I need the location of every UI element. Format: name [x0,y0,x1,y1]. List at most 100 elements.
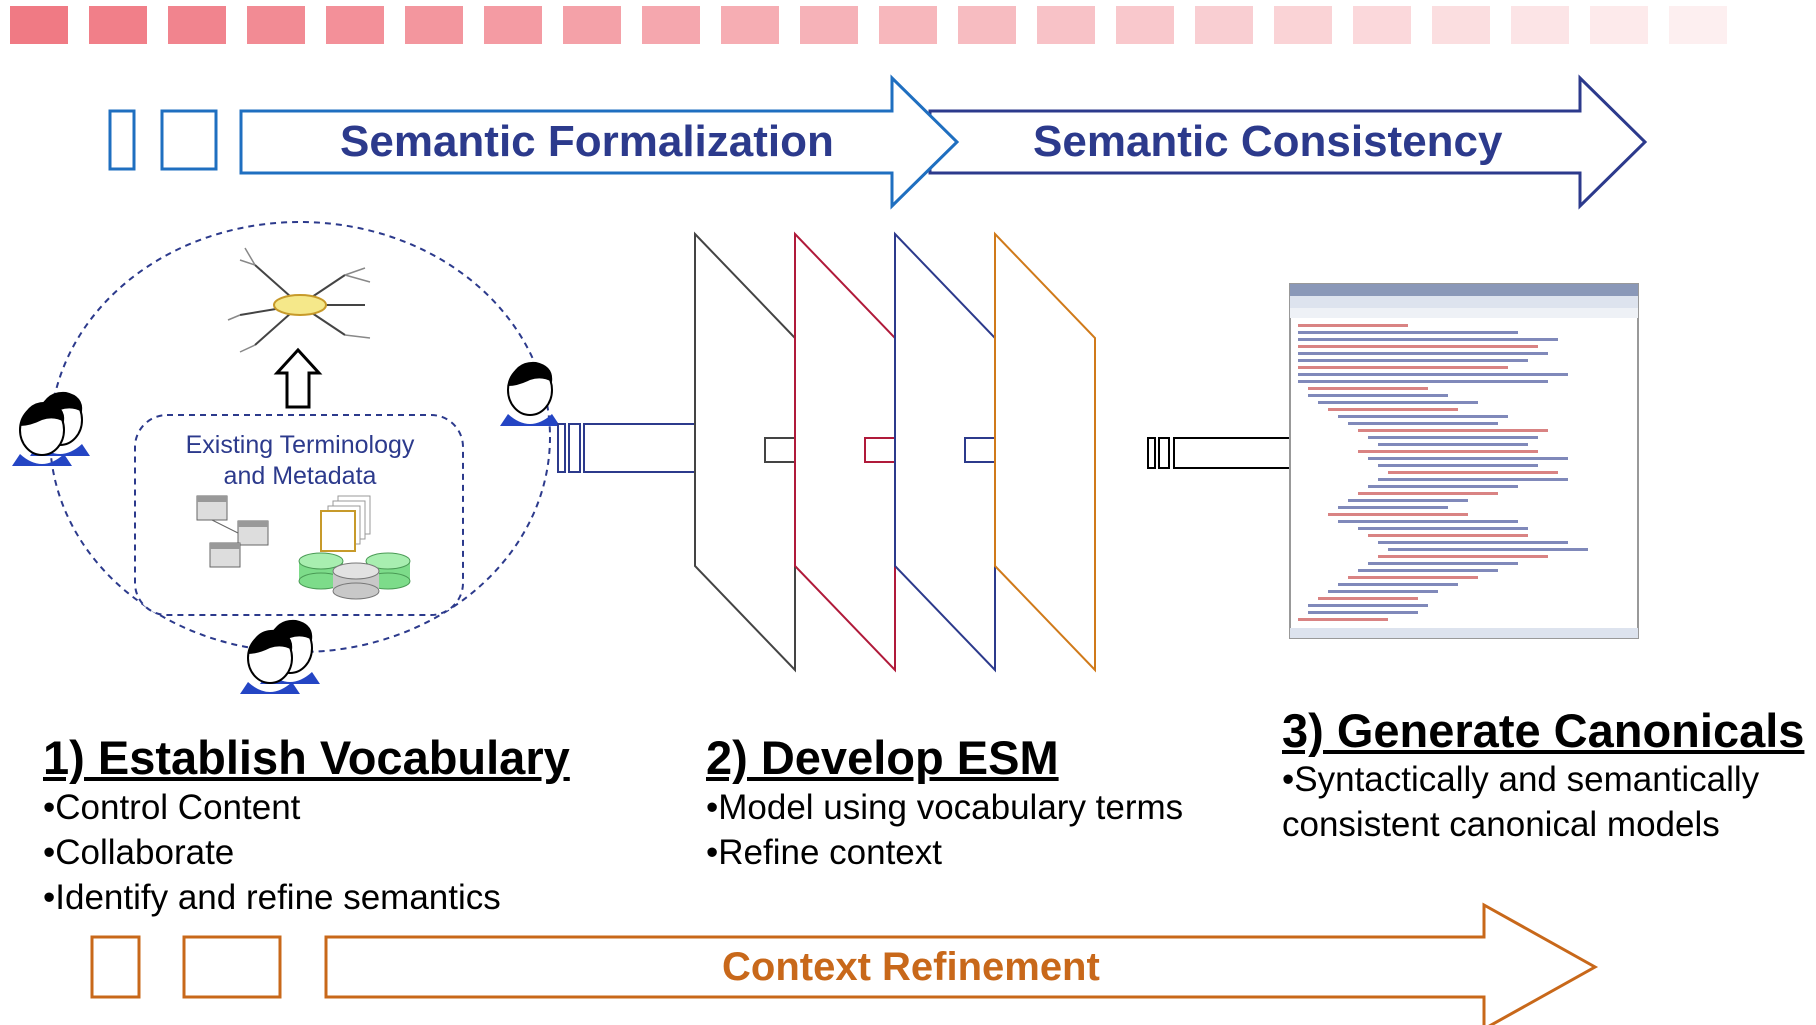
xml-line [1348,422,1498,425]
xml-line [1378,443,1528,446]
xml-line [1358,450,1538,453]
step-1-bullets: •Control Content •Collaborate •Identify … [43,785,501,920]
top-bar-segment [1274,6,1332,44]
top-bar-segment [879,6,937,44]
xml-line [1328,590,1438,593]
users-icon-bottom [240,619,320,694]
step-2-title: 2) Develop ESM [706,731,1059,784]
xml-line [1308,394,1448,397]
step-3-title: 3) Generate Canonicals [1282,704,1805,757]
step-2-bullets: •Model using vocabulary terms •Refine co… [706,785,1183,875]
terminology-line-1: Existing Terminology [185,431,415,459]
xml-line [1338,520,1518,523]
xml-line [1338,415,1508,418]
upper-banner-arrows [108,74,1648,210]
xml-line [1368,485,1518,488]
semantic-consistency-label: Semantic Consistency [1033,117,1503,166]
esm-layer-plane [894,231,996,673]
top-bar-segment [563,6,621,44]
step-2-bullet: •Refine context [706,833,942,872]
xml-line [1368,436,1538,439]
step-3-bullet: consistent canonical models [1282,805,1720,844]
top-bar-segment [642,6,700,44]
step-1-bullet: •Control Content [43,788,301,827]
top-bar-segment [1432,6,1490,44]
xml-line [1348,499,1468,502]
top-bar-segment [721,6,779,44]
xml-line [1298,331,1518,334]
xml-line [1368,534,1528,537]
step-3-bullet: •Syntactically and semantically [1282,760,1760,799]
xml-line [1308,611,1418,614]
xml-line [1348,576,1478,579]
canonical-model-screenshot [1289,283,1639,639]
xml-line [1308,387,1428,390]
context-small-box-2 [182,935,282,999]
xml-line [1378,541,1568,544]
top-bar-segment [168,6,226,44]
xml-line [1378,555,1548,558]
xml-line [1298,380,1548,383]
top-decorative-bar [10,6,1727,44]
xml-line [1358,527,1528,530]
top-bar-segment [800,6,858,44]
xml-line [1338,506,1448,509]
top-bar-segment [405,6,463,44]
step-1-bullet: •Identify and refine semantics [43,878,501,917]
semantic-formalization-arrow [239,74,960,210]
xml-line [1298,338,1558,341]
table-schema-icon [196,495,269,568]
xml-line [1298,352,1548,355]
xml-line [1298,366,1508,369]
formalization-small-box-1 [108,109,136,171]
terminology-line-2: and Metadata [223,462,377,490]
top-bar-segment [326,6,384,44]
step-1-title: 1) Establish Vocabulary [43,731,570,784]
top-bar-segment [1511,6,1569,44]
up-arrow-icon [273,347,323,409]
step-2-bullet: •Model using vocabulary terms [706,788,1184,827]
top-bar-segment [1037,6,1095,44]
xml-line [1358,429,1548,432]
semantic-consistency-arrow [928,74,1648,210]
xml-line [1368,562,1518,565]
existing-terminology-label: Existing Terminology and Metadata [165,430,435,492]
xml-line [1358,492,1498,495]
semantic-formalization-label: Semantic Formalization [340,117,834,166]
xml-line [1298,345,1538,348]
database-icon [298,552,411,600]
top-bar-segment [1195,6,1253,44]
mind-map-icon [227,247,371,353]
xml-line [1388,471,1558,474]
xml-line [1368,457,1568,460]
esm-layers [557,231,1639,673]
top-bar-segment [247,6,305,44]
xml-line [1378,464,1538,467]
documents-icon [320,495,371,552]
user-icon-right [500,361,560,426]
users-icon-left [12,391,90,466]
xml-line [1328,513,1468,516]
xml-line [1298,324,1408,327]
xml-line [1298,359,1528,362]
context-refinement-label: Context Refinement [722,945,1100,989]
step-1-bullet: •Collaborate [43,833,235,872]
context-refinement-banner [90,902,1599,1025]
xml-line [1308,604,1428,607]
step-3-bullets: •Syntactically and semantically consiste… [1282,757,1759,847]
xml-line [1358,569,1498,572]
formalization-small-box-2 [160,109,218,171]
xml-line [1298,373,1568,376]
context-small-box-1 [90,935,141,999]
xml-line [1378,478,1568,481]
esm-layer-plane [794,231,896,673]
top-bar-segment [10,6,68,44]
xml-line [1298,618,1388,621]
xml-line [1328,408,1458,411]
esm-layer-plane [994,231,1096,673]
top-bar-segment [958,6,1016,44]
top-bar-segment [1116,6,1174,44]
top-bar-segment [1590,6,1648,44]
top-bar-segment [484,6,542,44]
